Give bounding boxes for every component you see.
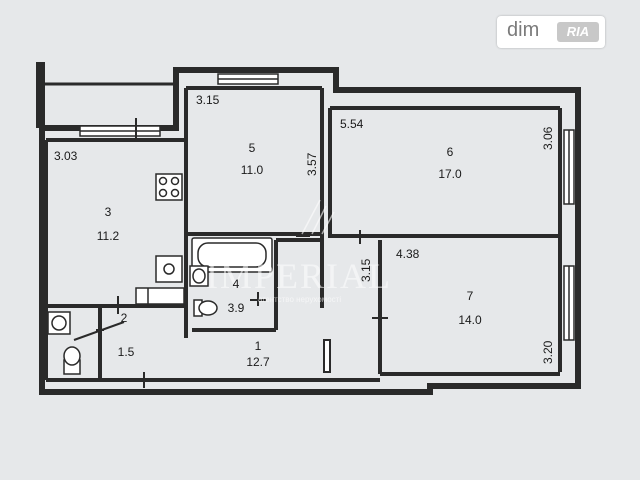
outer-wall	[39, 67, 581, 395]
room-number: 4	[233, 277, 240, 291]
room-number: 3	[105, 205, 112, 219]
room-area: 1.5	[118, 345, 135, 359]
toilet-icon	[193, 299, 218, 317]
counter-icon	[135, 287, 185, 305]
dimension-label: 3.15	[196, 93, 220, 107]
watermark-tagline: агентство нерухомості	[258, 295, 341, 304]
dimension-label: 3.06	[541, 126, 555, 150]
room-area: 11.2	[97, 229, 120, 243]
watermark-name: IMPERIAL	[206, 256, 392, 296]
toilet-icon-2	[47, 311, 81, 375]
watermark-logo-icon	[301, 199, 335, 235]
room-area: 14.0	[458, 313, 482, 327]
dimension-label: 3.03	[54, 149, 78, 163]
washbasin-icon	[189, 265, 209, 287]
ria-logo-icon: RIA	[557, 22, 599, 42]
sink-icon	[155, 255, 183, 283]
stove-icon	[155, 173, 183, 201]
room-number: 7	[467, 289, 474, 303]
room-area: 3.9	[228, 301, 245, 315]
dimension-label: 3.15	[359, 258, 373, 282]
room-number: 5	[249, 141, 256, 155]
dimria-badge: dim RIA	[497, 16, 605, 48]
dimension-label: 3.20	[541, 340, 555, 364]
balcony	[36, 62, 176, 128]
bathtub-icon	[191, 237, 273, 273]
room-number: 1	[255, 339, 262, 353]
dimension-label: 4.38	[396, 247, 420, 261]
dimension-label: 3.57	[305, 152, 319, 176]
door-markers	[73, 118, 388, 388]
dimension-label: 5.54	[340, 117, 364, 131]
interior-walls	[44, 86, 562, 382]
room-number: 2	[121, 311, 128, 325]
badge-brand: dim	[507, 19, 540, 41]
windows	[79, 73, 575, 341]
room-number: 6	[447, 145, 454, 159]
room-area: 12.7	[246, 355, 270, 369]
room-area: 17.0	[438, 167, 462, 181]
room-area: 11.0	[241, 163, 264, 177]
